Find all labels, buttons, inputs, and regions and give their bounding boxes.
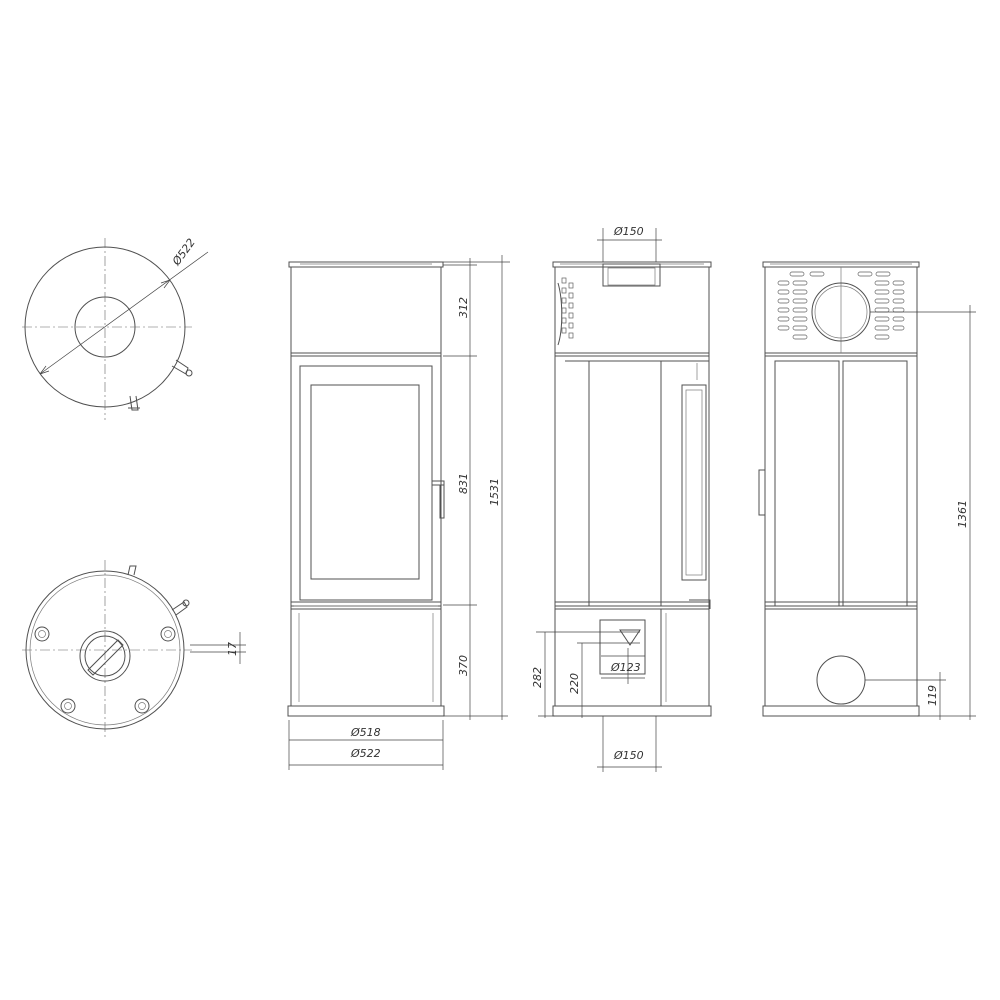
dim-height-door: 831 [457,473,470,494]
dim-height-air-inlet: 282 [531,667,544,688]
dim-height-rear-inlet: 119 [926,685,939,706]
dim-flue-top: Ø150 [613,225,644,238]
dim-height-rear-flue: 1361 [956,500,969,528]
side-view: Ø150 282 220 Ø123 Ø150 [531,225,712,772]
dim-height-total: 1531 [488,478,501,506]
dim-bottom-offset: 17 [226,642,239,656]
dim-top-diameter: Ø522 [169,236,198,268]
dim-height-top-section: 312 [457,297,470,318]
dim-height-base: 370 [457,655,470,676]
dim-outer-diameter: Ø522 [350,747,381,760]
dim-flue-bottom: Ø150 [613,749,644,762]
vent-slots-rear [777,271,905,340]
rear-view: 1361 119 [758,261,976,720]
front-view: 312 831 370 1531 Ø518 Ø522 [287,255,510,770]
dim-inner-diameter: Ø518 [350,726,381,739]
top-view: Ø522 [22,236,209,420]
dim-height-air-center: 220 [568,673,581,694]
vent-slots-side [561,277,574,339]
dim-air-inlet-diameter: Ø123 [610,661,641,674]
bottom-view: 17 [22,560,246,740]
